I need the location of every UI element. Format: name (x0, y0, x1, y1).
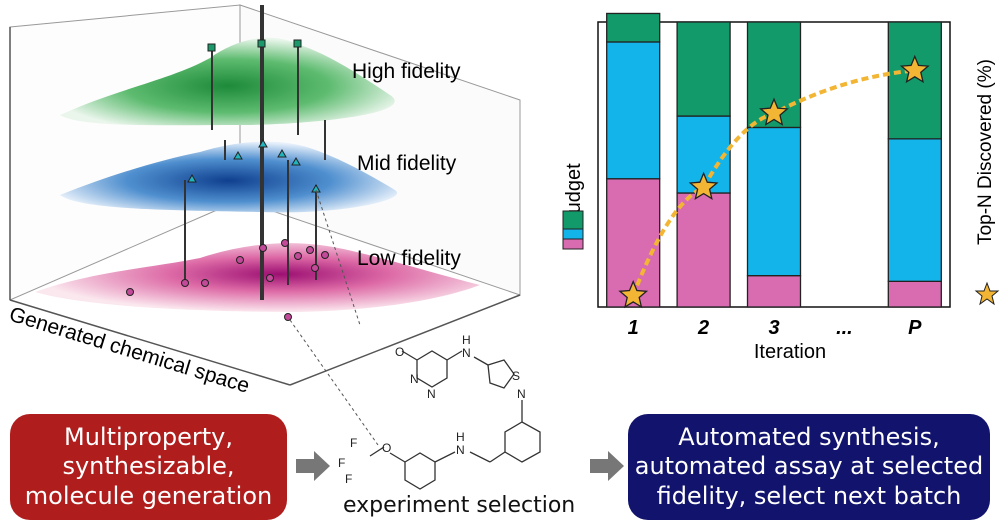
surface-axis-label: Generated chemical space (7, 303, 253, 398)
bar-segment (606, 12, 661, 43)
mol1-atom-n3: N (462, 346, 471, 360)
bar-segment (887, 21, 942, 140)
label-mid-fidelity: Mid fidelity (357, 152, 457, 175)
top-n-star (688, 171, 719, 200)
mid-fidelity-markers (187, 138, 321, 193)
surface-high-fidelity (60, 37, 395, 126)
mol1-atom-h: H (462, 333, 471, 347)
legend-swatch-cyan (562, 228, 584, 240)
topn-legend-star-icon (974, 281, 1000, 306)
y2-axis-label: Top-N Discovered (%) (975, 59, 996, 245)
legend-swatch-green (562, 210, 584, 230)
mol2-atom-f2: F (338, 456, 345, 470)
mol2-atom-h: H (456, 430, 465, 444)
budget-bar-chart: 1 2 3... P (597, 12, 951, 339)
workflow-arrow-1-icon (296, 451, 330, 481)
bar-segment (746, 274, 802, 308)
bar-segment (606, 41, 661, 180)
mol1-atom-n1: N (427, 387, 436, 401)
x-tick-label: 2 (697, 317, 709, 339)
high-fidelity-markers (207, 39, 302, 52)
bar-segment (676, 21, 731, 117)
mol1-atom-o: O (395, 345, 404, 359)
bar-segment (676, 192, 731, 308)
legend-swatch-pink (562, 238, 584, 250)
budget-legend (562, 210, 584, 250)
mol1-atom-n2: N (410, 372, 419, 386)
molecule-1-structure (401, 350, 515, 389)
top-n-star (899, 54, 930, 84)
bar-segment (887, 138, 942, 283)
surface-low-fidelity (35, 243, 480, 312)
leader-line-low (289, 319, 379, 446)
low-fidelity-markers (126, 239, 329, 321)
top-n-star (759, 97, 789, 126)
mol2-atom-n1: N (456, 443, 465, 457)
mol2-atom-f1: F (350, 436, 357, 450)
mol2-atom-f3: F (345, 472, 352, 486)
workflow-arrow-2-icon (590, 451, 624, 481)
workflow-step-automation: Automated synthesis, automated assay at … (628, 414, 990, 520)
x-axis-label: Iteration (754, 341, 826, 363)
label-low-fidelity: Low fidelity (357, 247, 461, 270)
bar-segment (887, 280, 942, 308)
x-tick-label: ... (836, 317, 853, 339)
top-n-star (618, 279, 649, 309)
surface-mid-fidelity (60, 141, 398, 213)
mol2-atom-o: O (382, 441, 391, 455)
x-tick-label: 3 (768, 317, 779, 339)
workflow-step-selection: experiment selection (343, 493, 576, 518)
x-tick-label: P (908, 317, 922, 339)
label-high-fidelity: High fidelity (352, 60, 461, 83)
x-tick-label: 1 (628, 317, 639, 339)
molecule-2-structure (369, 400, 541, 490)
workflow-step-generation: Multiproperty, synthesizable, molecule g… (10, 414, 287, 520)
top-n-curve (631, 68, 915, 297)
bar-segment (746, 126, 802, 277)
mol2-atom-n2: N (517, 387, 526, 401)
mol1-atom-s: S (512, 369, 520, 383)
